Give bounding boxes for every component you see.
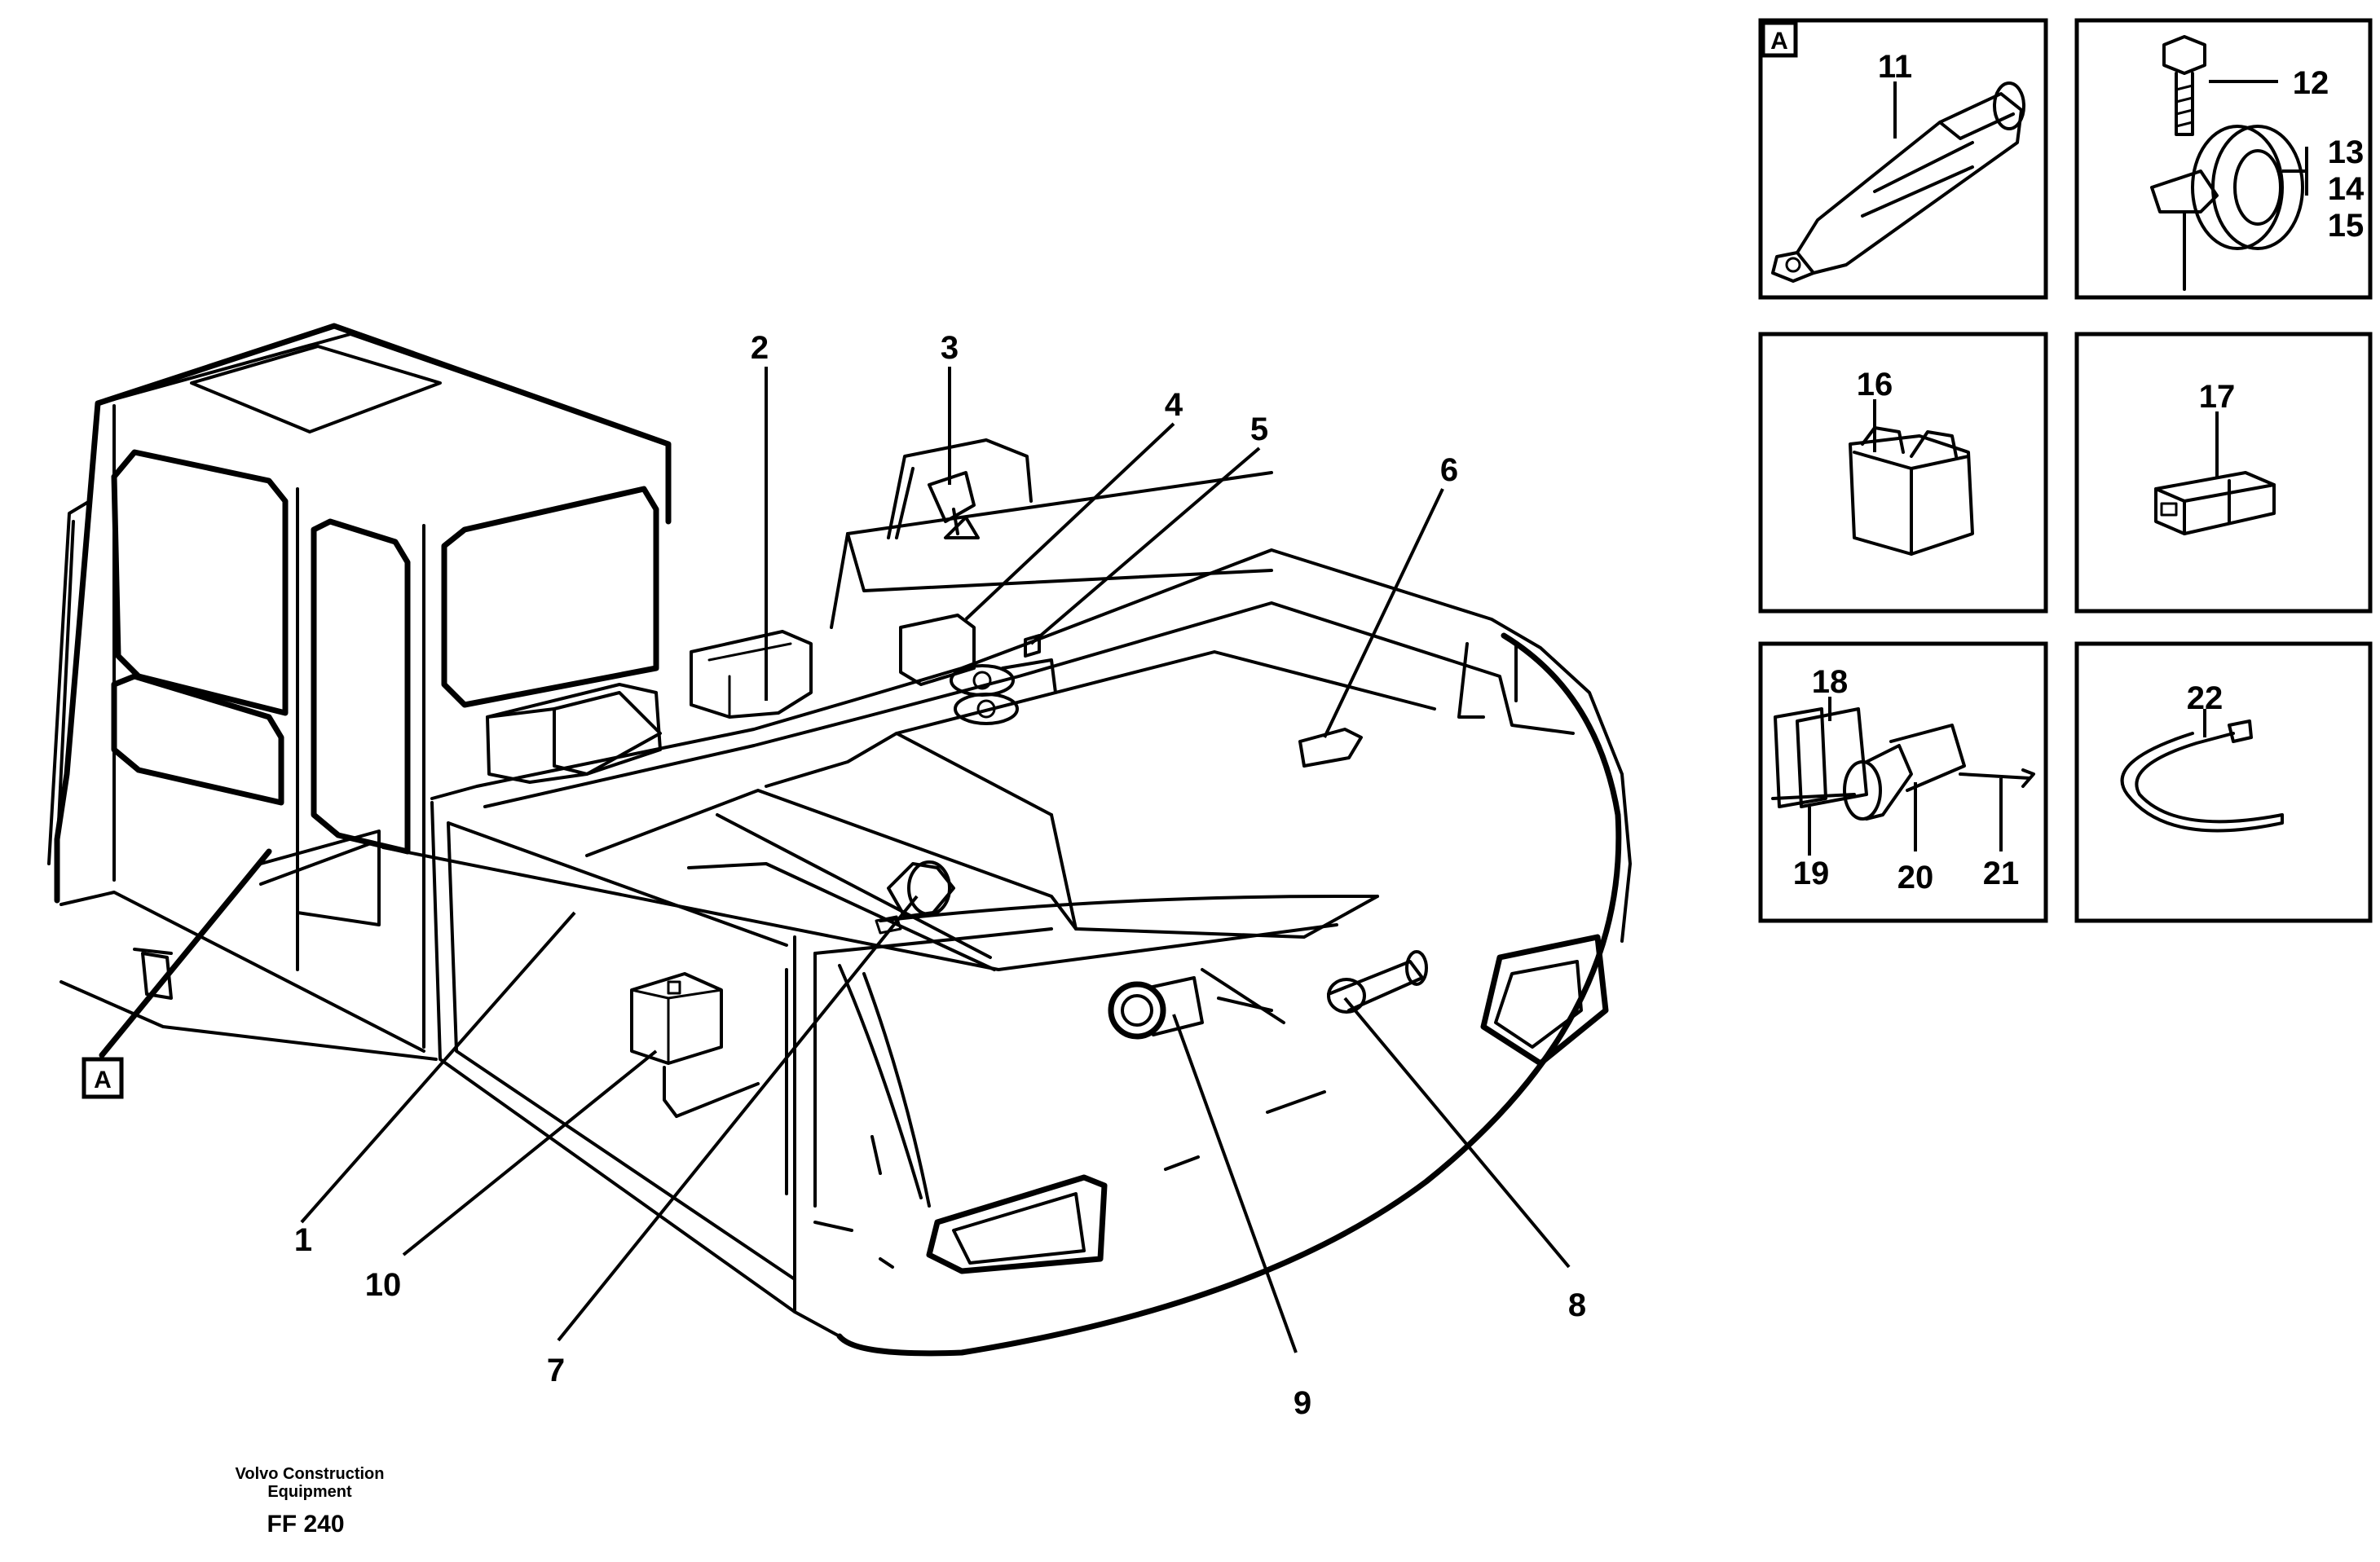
component-sensor [1024,634,1041,658]
part-22-cable-tie [2120,719,2284,833]
callout-19: 19 [1793,856,1830,891]
component-switch-6 [1298,728,1363,768]
excavator-upper-structure: 1 2 3 4 5 6 7 8 9 10 A [47,323,1632,1421]
detail-panel-22: 22 [2074,641,2373,923]
callout-18: 18 [1812,664,1849,700]
callout-11: 11 [1878,49,1912,85]
component-beacon-9 [1108,976,1204,1040]
callout-7: 7 [547,1353,565,1388]
detail-panel-clamp: 12 13 14 15 [2074,18,2373,300]
wiring-harness [259,813,1338,1118]
view-marker-a: A [82,1057,124,1099]
callout-labels: 1 2 3 4 5 6 7 8 9 10 [294,330,1586,1421]
component-relay-box [690,630,813,719]
callout-21: 21 [1983,856,2020,891]
part-11-connector [1771,81,2025,283]
component-air-filter-box [486,683,662,784]
part-13-clamp [2150,125,2304,291]
detail-panel-a: A 11 [1758,18,2048,300]
callout-22: 22 [2187,680,2224,716]
component-horn-assembly [899,614,1057,725]
detail-panel-16: 16 [1758,332,2048,614]
part-12-screw [2162,35,2206,136]
cab [47,323,672,1061]
company-name-line1: Volvo Construction [236,1465,385,1483]
part-18-housing [1774,707,1868,808]
component-rear-lamp-7 [875,860,955,935]
footer: Volvo Construction Equipment FF 240 [236,1465,385,1538]
detail-panel-connector: 18 19 20 21 [1758,641,2048,923]
callout-13: 13 [2328,134,2365,170]
callout-14: 14 [2328,171,2365,207]
component-buzzer-8 [1327,950,1428,1014]
body [430,438,1632,1357]
callout-10: 10 [365,1267,402,1303]
company-name-line2: Equipment [267,1483,352,1501]
callout-15: 15 [2328,208,2365,244]
part-21-screw [1959,768,2035,788]
callout-2: 2 [751,330,769,366]
detail-marker-a: A [1770,28,1788,55]
callout-20: 20 [1897,860,1934,895]
callout-9: 9 [1294,1385,1311,1421]
callout-16: 16 [1857,367,1893,403]
figure-code: FF 240 [267,1511,344,1538]
part-16-relay [1849,426,1974,556]
callout-4: 4 [1165,387,1183,423]
detail-panels: A 11 [1758,18,2373,923]
part-17-fuse-holder [2154,471,2276,535]
component-work-lamp [928,471,980,539]
callout-5: 5 [1250,411,1268,447]
callout-3: 3 [941,330,959,366]
callout-8: 8 [1568,1287,1586,1323]
callout-6: 6 [1440,452,1458,488]
component-junction-box-10 [630,972,723,1065]
callout-1: 1 [294,1222,312,1258]
callout-17: 17 [2199,379,2236,415]
svg-text:A: A [94,1067,112,1093]
part-20-plug [1771,724,1966,821]
callout-12: 12 [2293,65,2329,101]
detail-panel-17: 17 [2074,332,2373,614]
leader-lines [99,367,1571,1353]
